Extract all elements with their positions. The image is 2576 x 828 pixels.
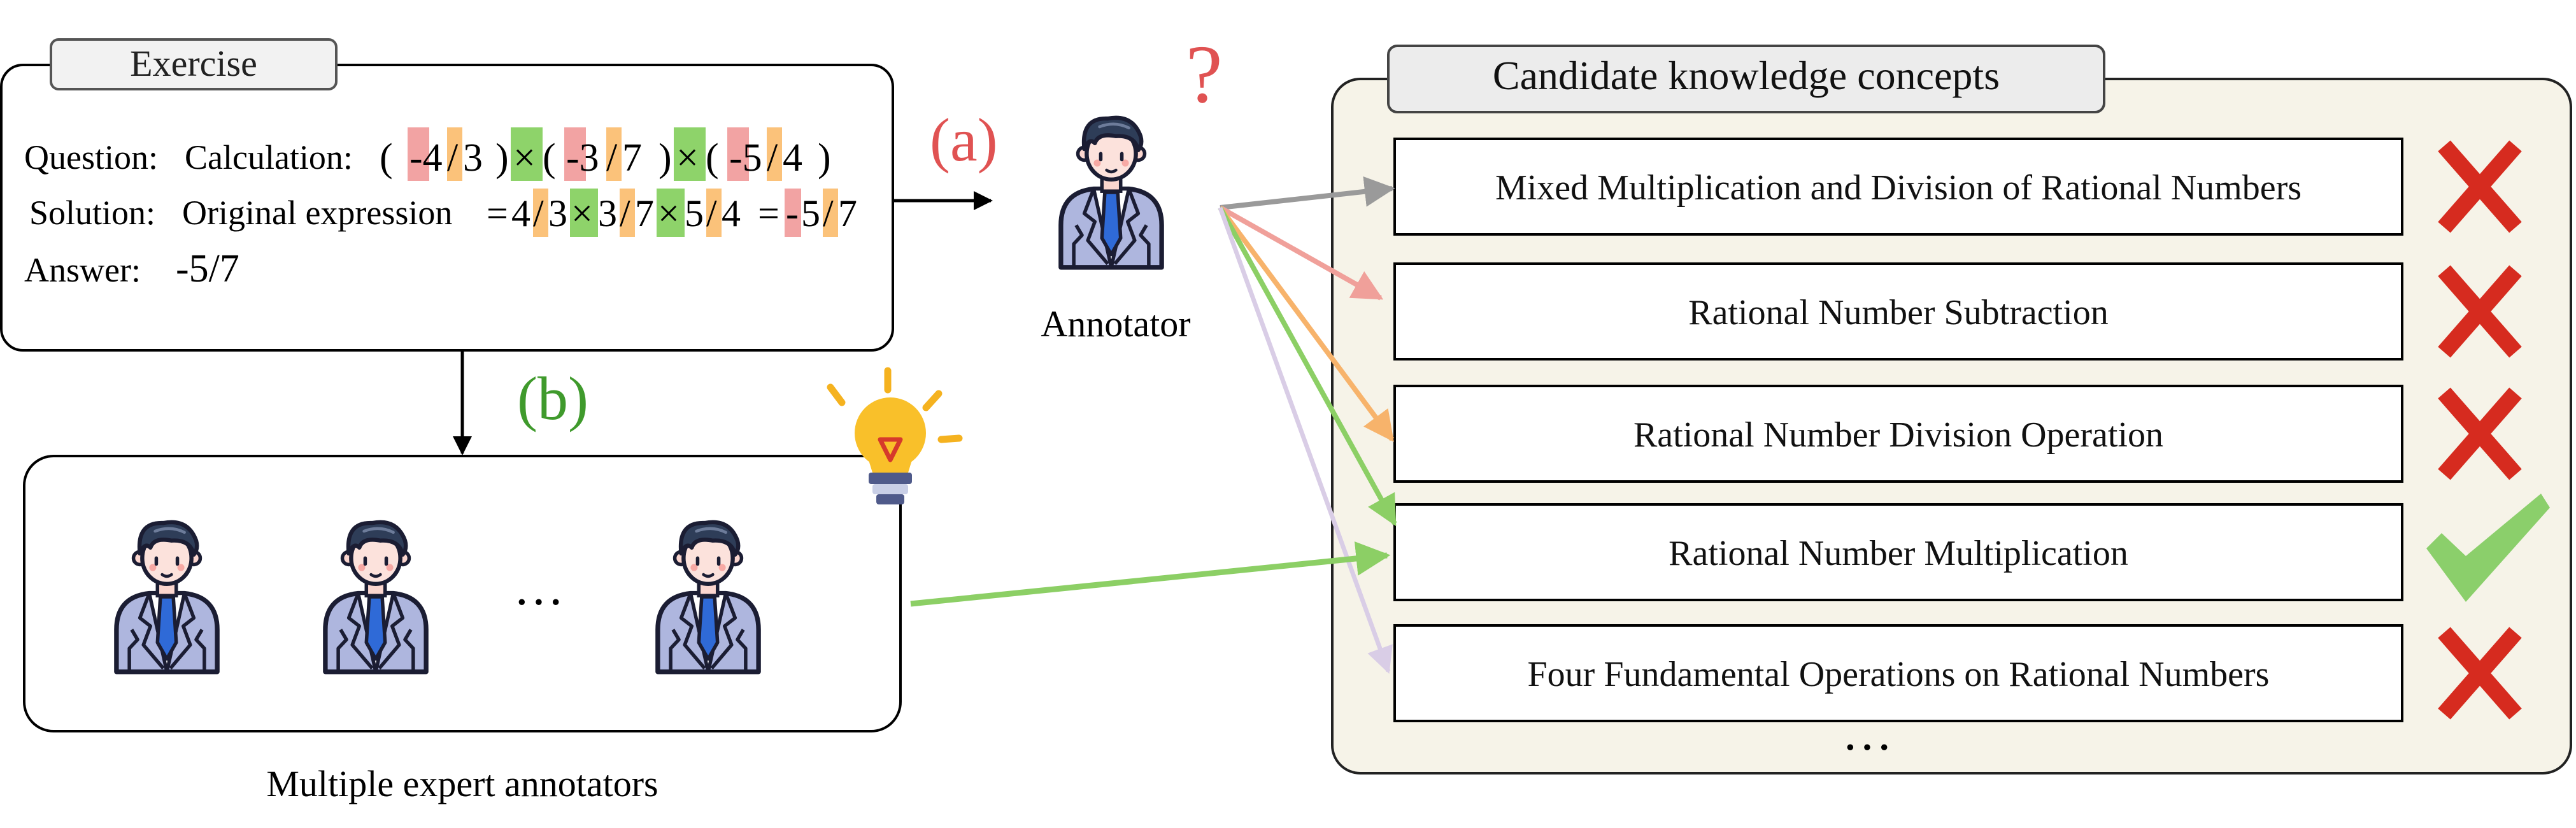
exercise-tab-label: Exercise xyxy=(130,43,257,84)
q-num-1: -4 xyxy=(409,136,443,180)
concept-row: Rational Number Subtraction xyxy=(1393,262,2516,360)
s-hl-orange-1 xyxy=(533,189,548,237)
s-neg: - xyxy=(786,192,799,234)
question-label: Question: xyxy=(24,138,158,176)
q-hl-green-1 xyxy=(511,127,543,181)
concepts-tab-label: Candidate knowledge concepts xyxy=(1493,53,2000,98)
annotator-icon xyxy=(1061,118,1162,268)
q-hl-red-2 xyxy=(564,127,586,181)
s-slash-4: / xyxy=(823,192,834,234)
q-slash-1: / xyxy=(447,136,459,180)
experts-ellipsis: ··· xyxy=(513,575,564,631)
concept-box xyxy=(1393,385,2403,483)
s-num-h: 7 xyxy=(838,192,857,234)
arrow-to-concept-1 xyxy=(1220,176,1395,210)
q-hl-orange-3 xyxy=(767,127,782,181)
q-num-2: -3 xyxy=(566,136,599,180)
concept-row: Four Fundamental Operations on Rational … xyxy=(1393,624,2516,722)
solution-line: Solution: Original expression = 4 / 3 × … xyxy=(29,189,857,237)
s-hl-red-1 xyxy=(785,189,801,237)
q-paren-close-3: ) xyxy=(818,136,831,180)
s-slash-1: / xyxy=(533,192,544,234)
answer-value: -5/7 xyxy=(176,247,239,290)
s-num-e: 5 xyxy=(685,192,704,234)
question-line: Question: Calculation: ( -4 / 3 ) × ( -3… xyxy=(24,127,831,181)
q-paren-open-3: ( xyxy=(706,136,719,180)
q-hl-red-1 xyxy=(408,127,429,181)
q-den-2: 7 xyxy=(622,136,642,180)
s-hl-orange-3 xyxy=(706,189,722,237)
s-slash-3: / xyxy=(706,192,717,234)
concept-label: Rational Number Multiplication xyxy=(1669,534,2128,573)
s-num-c: 3 xyxy=(598,192,617,234)
answer-label: Answer: xyxy=(24,251,141,289)
concepts-tab xyxy=(1387,45,2105,113)
s-num-g: 5 xyxy=(801,192,820,234)
s-num-a: 4 xyxy=(511,192,530,234)
s-hl-orange-4 xyxy=(823,189,838,237)
concept-box xyxy=(1393,262,2403,360)
q-slash-2: / xyxy=(606,136,618,180)
arrow-experts-to-concept xyxy=(910,541,1391,607)
s-times-2: × xyxy=(658,192,680,234)
question-mark: ? xyxy=(1186,29,1223,120)
q-hl-red-3 xyxy=(727,127,749,181)
concept-label: Rational Number Division Operation xyxy=(1633,415,2163,455)
annotator-label: Annotator xyxy=(1041,303,1190,345)
q-times-1: × xyxy=(513,136,536,180)
arrow-to-concept-3 xyxy=(1218,206,1395,442)
q-hl-green-2 xyxy=(674,127,706,181)
s-num-b: 3 xyxy=(548,192,567,234)
q-num-3: -5 xyxy=(729,136,762,180)
exercise-tab xyxy=(50,38,338,90)
concept-label: Mixed Multiplication and Division of Rat… xyxy=(1495,168,2302,208)
s-eq-2: = xyxy=(758,192,779,234)
arrow-to-concept-2 xyxy=(1219,205,1384,301)
lightbulb-icon xyxy=(827,367,963,504)
annotator-arrows xyxy=(1218,176,1397,674)
s-num-d: 7 xyxy=(635,192,654,234)
exercise-box xyxy=(0,64,894,352)
q-hl-orange-1 xyxy=(447,127,462,181)
s-hl-orange-2 xyxy=(620,189,635,237)
q-hl-orange-2 xyxy=(606,127,622,181)
concept-row: Rational Number Division Operation xyxy=(1393,385,2516,483)
s-hl-green-1 xyxy=(570,189,598,237)
q-paren-open-2: ( xyxy=(543,136,556,180)
q-paren-close-2: ) xyxy=(658,136,672,180)
solution-label: Solution: xyxy=(29,194,155,232)
q-den-3: 4 xyxy=(783,136,802,180)
q-paren-close-1: ) xyxy=(495,136,509,180)
concept-row: Mixed Multiplication and Division of Rat… xyxy=(1393,138,2516,236)
s-times-1: × xyxy=(571,192,593,234)
experts-label: Multiple expert annotators xyxy=(266,763,658,804)
concept-box xyxy=(1393,503,2403,601)
label-b: (b) xyxy=(517,364,588,432)
label-a: (a) xyxy=(930,106,998,174)
q-paren-open-1: ( xyxy=(380,136,393,180)
s-hl-green-2 xyxy=(657,189,685,237)
q-times-2: × xyxy=(676,136,699,180)
arrow-to-concept-4 xyxy=(1218,206,1397,527)
concept-label: Rational Number Subtraction xyxy=(1688,293,2108,332)
question-prefix: Calculation: xyxy=(185,138,353,176)
concept-label: Four Fundamental Operations on Rational … xyxy=(1528,655,2270,694)
solution-prefix: Original expression xyxy=(182,194,452,232)
concept-box xyxy=(1393,624,2403,722)
s-num-f: 4 xyxy=(722,192,741,234)
check-icon xyxy=(2426,494,2550,602)
concept-row: Rational Number Multiplication xyxy=(1393,494,2550,602)
concepts-ellipsis: ··· xyxy=(1842,720,1893,776)
s-slash-2: / xyxy=(620,192,630,234)
concept-list: Mixed Multiplication and Division of Rat… xyxy=(1393,138,2550,722)
arrow-to-concept-5 xyxy=(1218,206,1393,674)
q-slash-3: / xyxy=(767,136,778,180)
s-eq-1: = xyxy=(487,192,508,234)
q-den-1: 3 xyxy=(463,136,483,180)
